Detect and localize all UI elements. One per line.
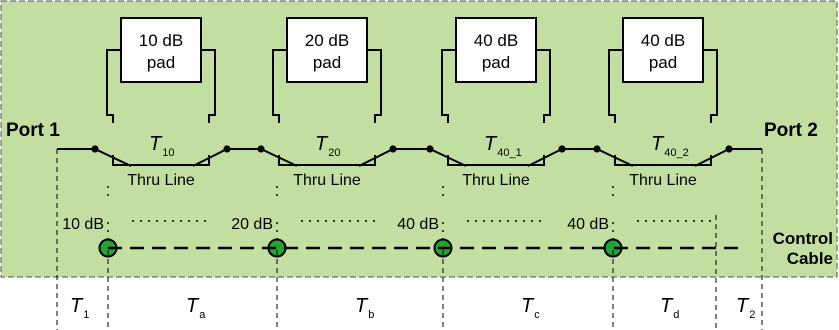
thru-line-label: Thru Line [629, 172, 697, 189]
segment-delay-main: T [355, 295, 369, 317]
switch-blade-left [94, 148, 132, 167]
segment-delay-sub: d [673, 309, 679, 321]
thru-line-path [278, 155, 376, 166]
pad-delay-sub: 10 [162, 147, 174, 159]
control-level-label: 10 dB [62, 216, 104, 233]
pad-delay-label: T40_2 [651, 133, 689, 159]
thru-line-path [447, 155, 545, 166]
switch-pivot-left [426, 145, 434, 153]
segment-delay-main: T [736, 295, 750, 317]
pad-delay-main: T [484, 133, 498, 155]
segment-delay-label: T1 [70, 295, 89, 321]
switch-pivot-right [558, 145, 566, 153]
thru-line-label: Thru Line [462, 172, 530, 189]
segment-delay-label: T2 [736, 295, 755, 321]
pad-path-left [441, 49, 456, 123]
pad-word-label: pad [482, 53, 510, 72]
control-level-label: 40 dB [397, 216, 439, 233]
segment-delay-sub: b [368, 309, 374, 321]
pad-delay-sub: 20 [328, 147, 340, 159]
switch-blade-right [527, 148, 563, 167]
switch-blade-left [260, 148, 298, 167]
pad-box [286, 17, 368, 83]
pad-path-left [272, 49, 287, 123]
switch-blade-left [429, 148, 467, 167]
segment-delay-label: Ta [186, 295, 206, 321]
pad-delay-main: T [651, 133, 665, 155]
pad-attenuation-label: 40 dB [474, 31, 518, 50]
pad-attenuation-label: 20 dB [305, 31, 349, 50]
switch-blade-right [192, 148, 228, 167]
pad-box [455, 17, 537, 83]
control-cable-label-line1: Control [773, 229, 833, 248]
pad-delay-sub: 40_2 [664, 147, 688, 159]
pad-attenuation-label: 40 dB [641, 31, 685, 50]
segment-delay-label: Tb [355, 295, 374, 321]
pad-path-right [201, 49, 216, 123]
segment-delay-main: T [70, 295, 84, 317]
control-level-label: 40 dB [567, 216, 609, 233]
pad-word-label: pad [147, 53, 175, 72]
pad-path-right [367, 49, 382, 123]
control-level-label: 20 dB [231, 216, 273, 233]
switch-blade-left [596, 148, 634, 167]
thru-line-label: Thru Line [293, 172, 361, 189]
thru-line-path [112, 155, 210, 166]
segment-delay-label: Td [660, 295, 679, 321]
segment-delay-main: T [186, 295, 200, 317]
pad-box [120, 17, 202, 83]
switch-pivot-right [725, 145, 733, 153]
segment-delay-sub: a [199, 309, 206, 321]
segment-delay-sub: 2 [749, 309, 755, 321]
pad-path-left [106, 49, 121, 123]
pad-path-right [703, 49, 718, 123]
segment-delay-label: Tc [521, 295, 540, 321]
pad-path-right [536, 49, 551, 123]
switch-blade-right [694, 148, 730, 167]
control-cable-label-line2: Cable [787, 249, 833, 268]
switch-pivot-left [91, 145, 99, 153]
segment-delay-main: T [660, 295, 674, 317]
pad-delay-main: T [315, 133, 329, 155]
thru-line-path [614, 155, 712, 166]
pad-word-label: pad [313, 53, 341, 72]
switch-pivot-right [223, 145, 231, 153]
port-2-label: Port 2 [764, 120, 818, 141]
switch-blade-right [358, 148, 394, 167]
pad-box [622, 17, 704, 83]
pad-word-label: pad [649, 53, 677, 72]
port-1-label: Port 1 [6, 120, 60, 141]
segment-delay-main: T [521, 295, 535, 317]
switch-pivot-left [257, 145, 265, 153]
thru-line-label: Thru Line [127, 172, 195, 189]
switch-pivot-right [389, 145, 397, 153]
pad-path-left [608, 49, 623, 123]
switch-pivot-left [593, 145, 601, 153]
pad-attenuation-label: 10 dB [139, 31, 183, 50]
pad-delay-label: T40_1 [484, 133, 522, 159]
pad-delay-label: T20 [315, 133, 340, 159]
segment-delay-sub: c [534, 309, 540, 321]
pad-delay-main: T [149, 133, 163, 155]
segment-delay-sub: 1 [83, 309, 89, 321]
pad-delay-sub: 40_1 [497, 147, 521, 159]
pad-delay-label: T10 [149, 133, 174, 159]
